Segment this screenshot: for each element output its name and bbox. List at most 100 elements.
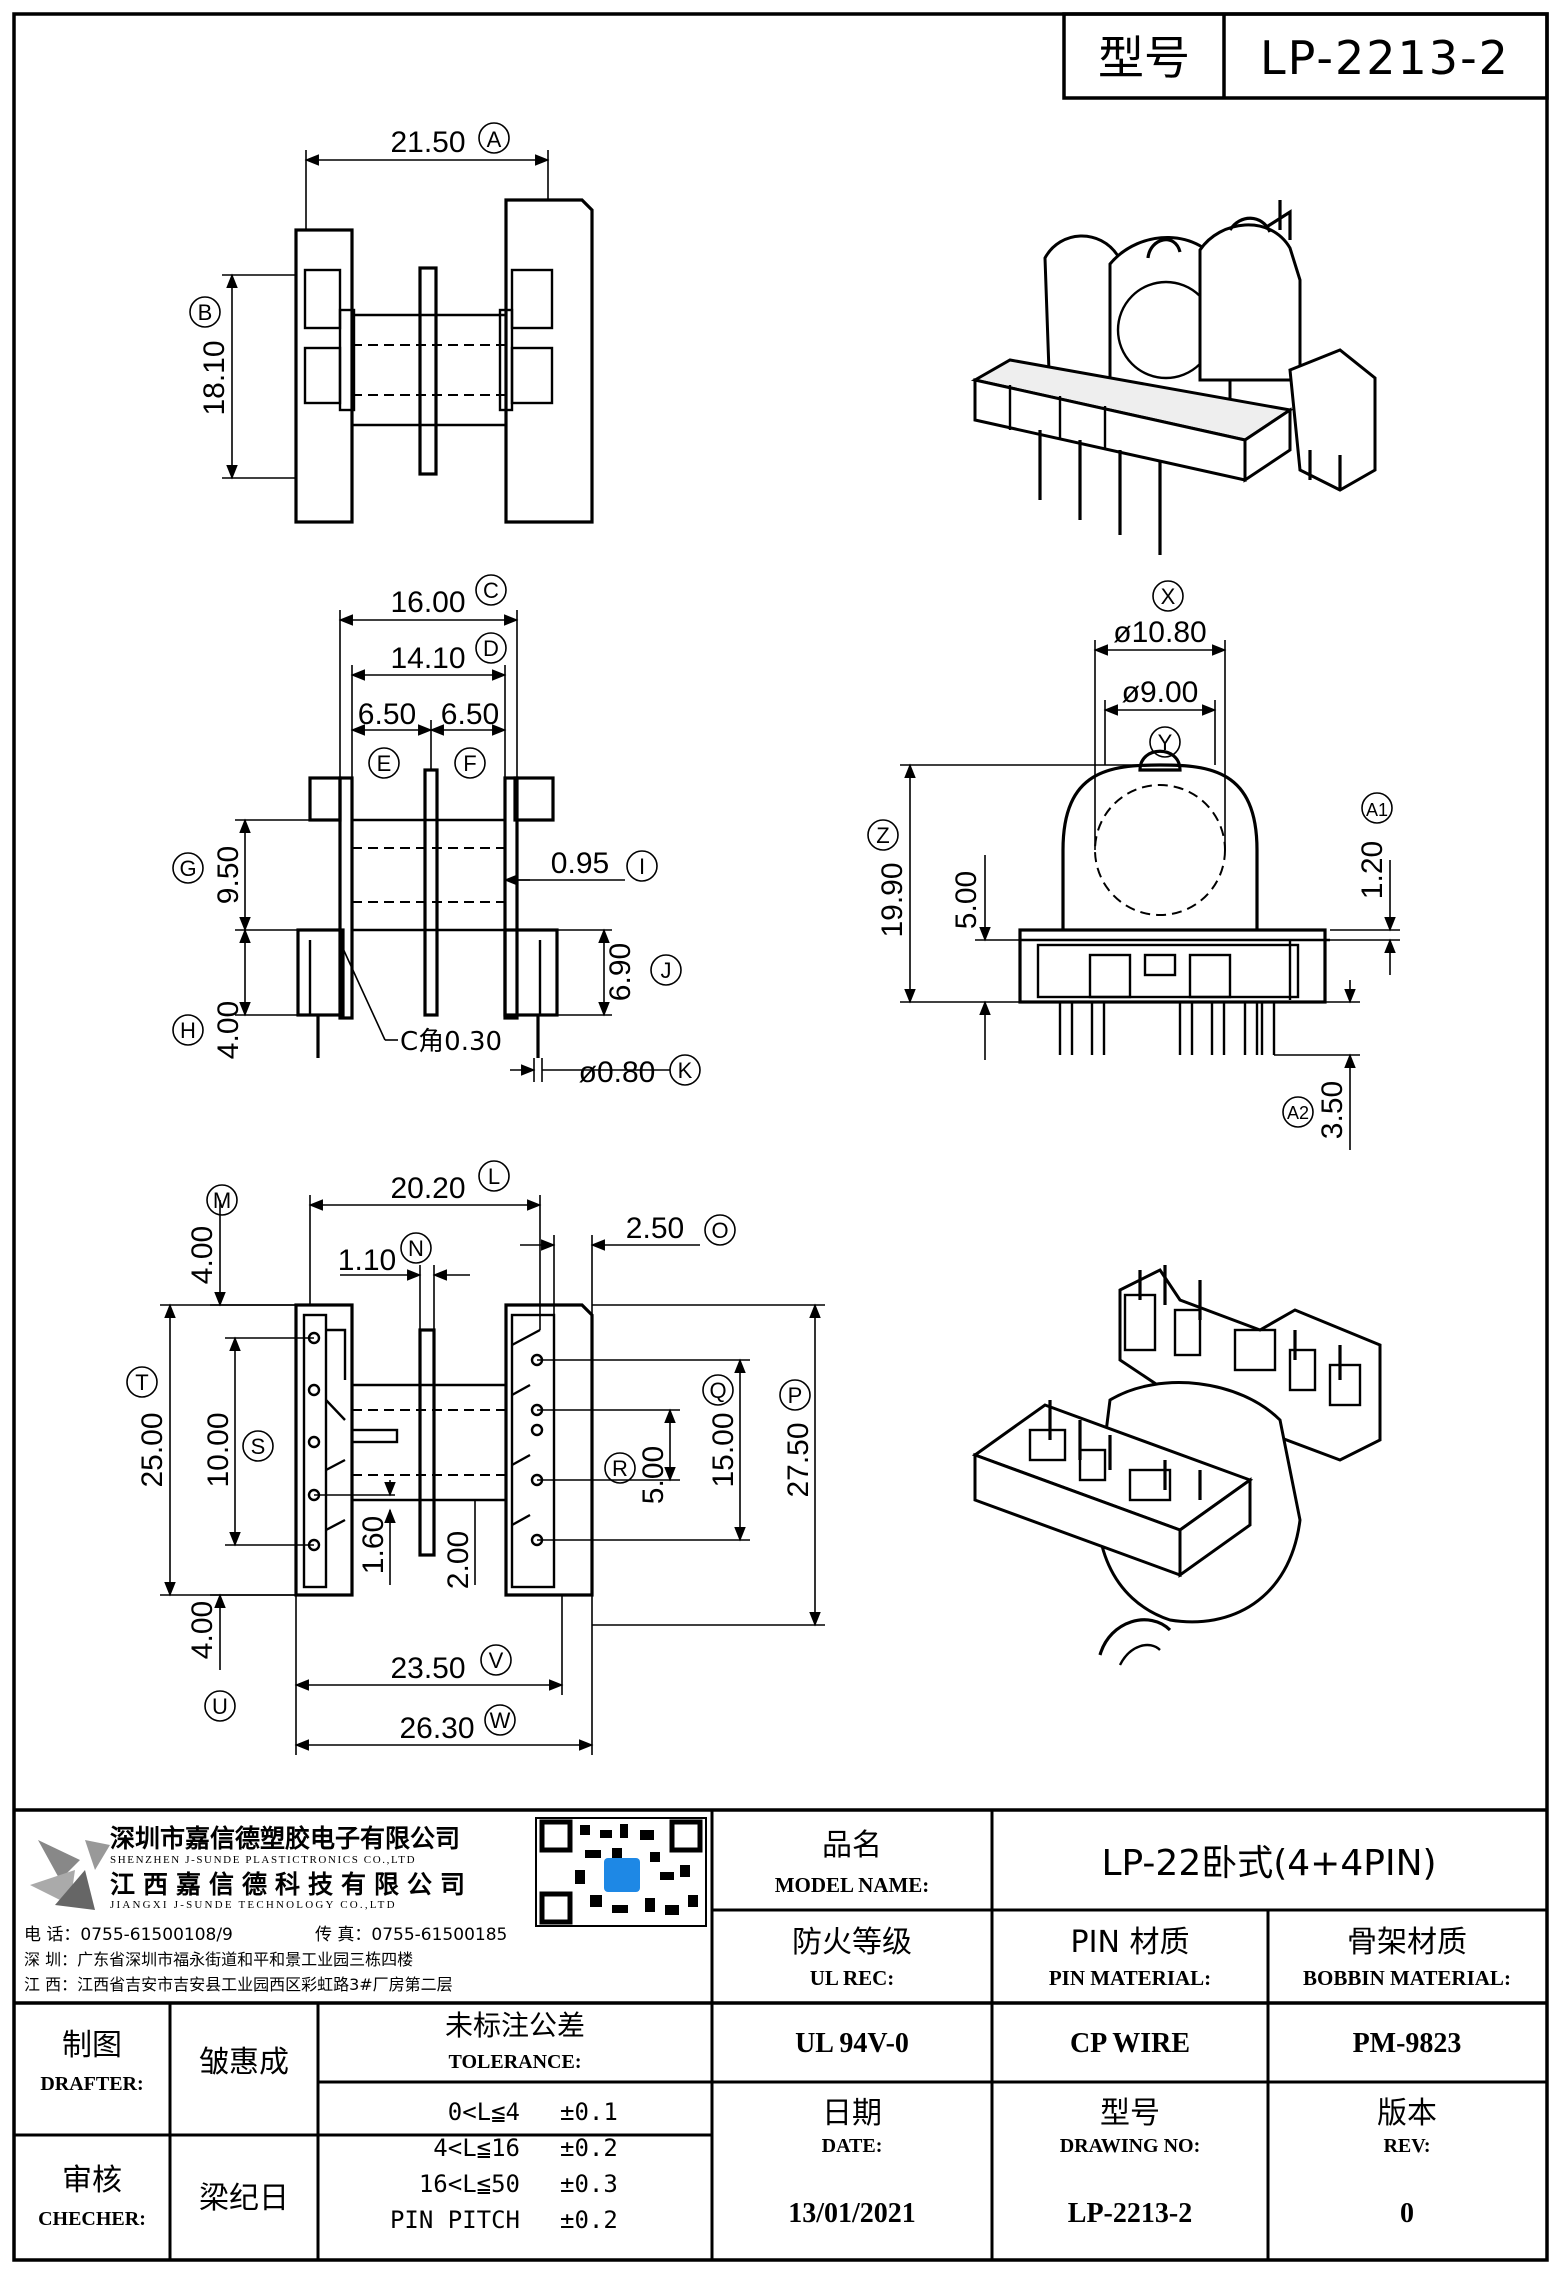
checker-en: CHECHER: <box>38 2208 146 2230</box>
sheet-border <box>12 12 1549 2262</box>
drawing-no-en: DRAWING NO: <box>1060 2135 1201 2157</box>
tol-value-0: ±0.1 <box>560 2098 618 2126</box>
title-block <box>14 1808 1547 2260</box>
tolerance-en: TOLERANCE: <box>449 2051 582 2073</box>
ul-value: UL 94V-0 <box>795 2028 909 2059</box>
drawing-no-value: LP-2213-2 <box>1068 2198 1192 2229</box>
tag-d: D <box>483 636 499 661</box>
dim-t: 25.00 <box>136 1412 169 1487</box>
dim-q: 15.00 <box>707 1412 740 1487</box>
tag-w: W <box>490 1708 511 1733</box>
dim-a2: 3.50 <box>1316 1081 1349 1139</box>
front-view: 16.00 C 14.10 D 6.50 6.50 E F 9.50 G 4.0… <box>172 574 701 1089</box>
rev-en: REV: <box>1383 2135 1430 2157</box>
company-name-sz: 深圳市嘉信德塑胶电子有限公司 <box>110 1824 460 1853</box>
ul-cn: 防火等级 <box>792 1925 912 1960</box>
tag-z: Z <box>876 823 889 848</box>
model-header-box: 型号 LP-2213-2 <box>1062 12 1549 100</box>
bobbin-value: PM-9823 <box>1353 2028 1462 2059</box>
checker-cn: 审核 <box>62 2163 122 2198</box>
dim-160: 1.60 <box>357 1516 390 1574</box>
tag-n: N <box>408 1236 424 1261</box>
dim-a1: 1.20 <box>1356 841 1389 899</box>
pin-value: CP WIRE <box>1070 2028 1190 2059</box>
bobbin-en: BOBBIN MATERIAL: <box>1303 1966 1511 1990</box>
isometric-view-bottom <box>971 1265 1382 1666</box>
dim-g: 9.50 <box>212 846 245 904</box>
bottom-view: 20.20 L 1.10 N 2.50 O 4.00 M 25.00 T <box>126 1160 825 1755</box>
company-name-sz-en: SHENZHEN J-SUNDE PLASTICTRONICS CO.,LTD <box>110 1854 416 1866</box>
dim-j: 6.90 <box>604 943 637 1001</box>
side-view: ø10.80 X ø9.00 Y 19.90 Z 5.00 1.20 A1 <box>867 580 1400 1150</box>
dim-200: 2.00 <box>442 1531 475 1589</box>
tag-u: U <box>212 1694 228 1719</box>
tag-x: X <box>1161 584 1176 609</box>
dim-f: 6.50 <box>441 698 499 731</box>
tol-value-2: ±0.3 <box>560 2170 618 2198</box>
tol-range-1: 4<L≦16 <box>433 2134 520 2162</box>
company-phone: 电 话：0755-61500108/9 <box>24 1925 233 1945</box>
tag-y: Y <box>1158 730 1173 755</box>
bobbin-cn: 骨架材质 <box>1347 1925 1467 1960</box>
dim-h: 4.00 <box>212 1001 245 1059</box>
dim-b: 18.10 <box>198 340 231 415</box>
tag-s: S <box>251 1434 266 1459</box>
tag-b: B <box>198 300 213 325</box>
rev-cn: 版本 <box>1377 2096 1437 2131</box>
tol-range-0: 0<L≦4 <box>448 2098 520 2126</box>
isometric-view-top <box>970 200 1377 555</box>
tag-a: A <box>487 127 502 152</box>
dim-z: 19.90 <box>876 862 909 937</box>
tag-r: R <box>612 1456 628 1481</box>
dim-c: 16.00 <box>390 586 465 619</box>
dim-p: 27.50 <box>782 1422 815 1497</box>
dim-x: ø10.80 <box>1113 616 1206 649</box>
company-addr-jx: 江 西：江西省吉安市吉安县工业园西区彩虹路3#厂房第二层 <box>24 1975 453 1994</box>
qr-code <box>535 1817 707 1927</box>
model-name-cn: 品名 <box>822 1828 882 1863</box>
tag-j: J <box>661 958 672 983</box>
checker-name: 梁纪日 <box>199 2181 289 2216</box>
pin-cn: PIN 材质 <box>1071 1925 1190 1960</box>
dim-s: 10.00 <box>202 1412 235 1487</box>
tol-value-1: ±0.2 <box>560 2134 618 2162</box>
header-model-label: 型号 <box>1098 31 1190 85</box>
tag-m: M <box>213 1188 231 1213</box>
company-name-jx: 江西嘉信德科技有限公司 <box>110 1870 473 1899</box>
tag-p: P <box>788 1383 803 1408</box>
model-name-en: MODEL NAME: <box>775 1873 930 1897</box>
tolerance-cn: 未标注公差 <box>445 2009 585 2042</box>
tag-c: C <box>483 578 499 603</box>
dim-r: 5.00 <box>637 1446 670 1504</box>
tolerance-table: 0<L≦4 ±0.1 4<L≦16 ±0.2 16<L≦50 ±0.3 PIN … <box>390 2098 618 2234</box>
tag-h: H <box>180 1018 196 1043</box>
tag-l: L <box>488 1164 500 1189</box>
tag-a1: A1 <box>1366 800 1388 820</box>
dim-5: 5.00 <box>950 871 983 929</box>
dim-w: 26.30 <box>399 1712 474 1745</box>
company-logo <box>30 1840 110 1910</box>
tag-f: F <box>463 751 476 776</box>
tag-g: G <box>179 856 196 881</box>
top-view: 21.50 A 18.10 B <box>189 122 594 524</box>
dim-m: 4.00 <box>186 1226 219 1284</box>
tag-q: Q <box>709 1378 726 1403</box>
tag-a2: A2 <box>1287 1103 1309 1123</box>
company-addr-sz: 深 圳：广东省深圳市福永街道和平和景工业园三栋四楼 <box>24 1950 413 1969</box>
tag-t: T <box>135 1370 148 1395</box>
date-value: 13/01/2021 <box>788 2198 916 2229</box>
date-cn: 日期 <box>822 2096 882 2131</box>
dim-y: ø9.00 <box>1122 676 1199 709</box>
date-en: DATE: <box>822 2135 883 2157</box>
tol-range-3: PIN PITCH <box>390 2206 520 2234</box>
dim-d: 14.10 <box>390 642 465 675</box>
header-model-value: LP-2213-2 <box>1260 31 1510 85</box>
pin-en: PIN MATERIAL: <box>1049 1966 1211 1990</box>
drafter-name: 皱惠成 <box>199 2045 289 2080</box>
model-name-value: LP-22卧式(4+4PIN) <box>1101 1843 1436 1884</box>
rev-value: 0 <box>1400 2198 1414 2229</box>
drawing-no-cn: 型号 <box>1100 2096 1160 2131</box>
dim-n: 1.10 <box>338 1244 396 1277</box>
dim-v: 23.50 <box>390 1652 465 1685</box>
